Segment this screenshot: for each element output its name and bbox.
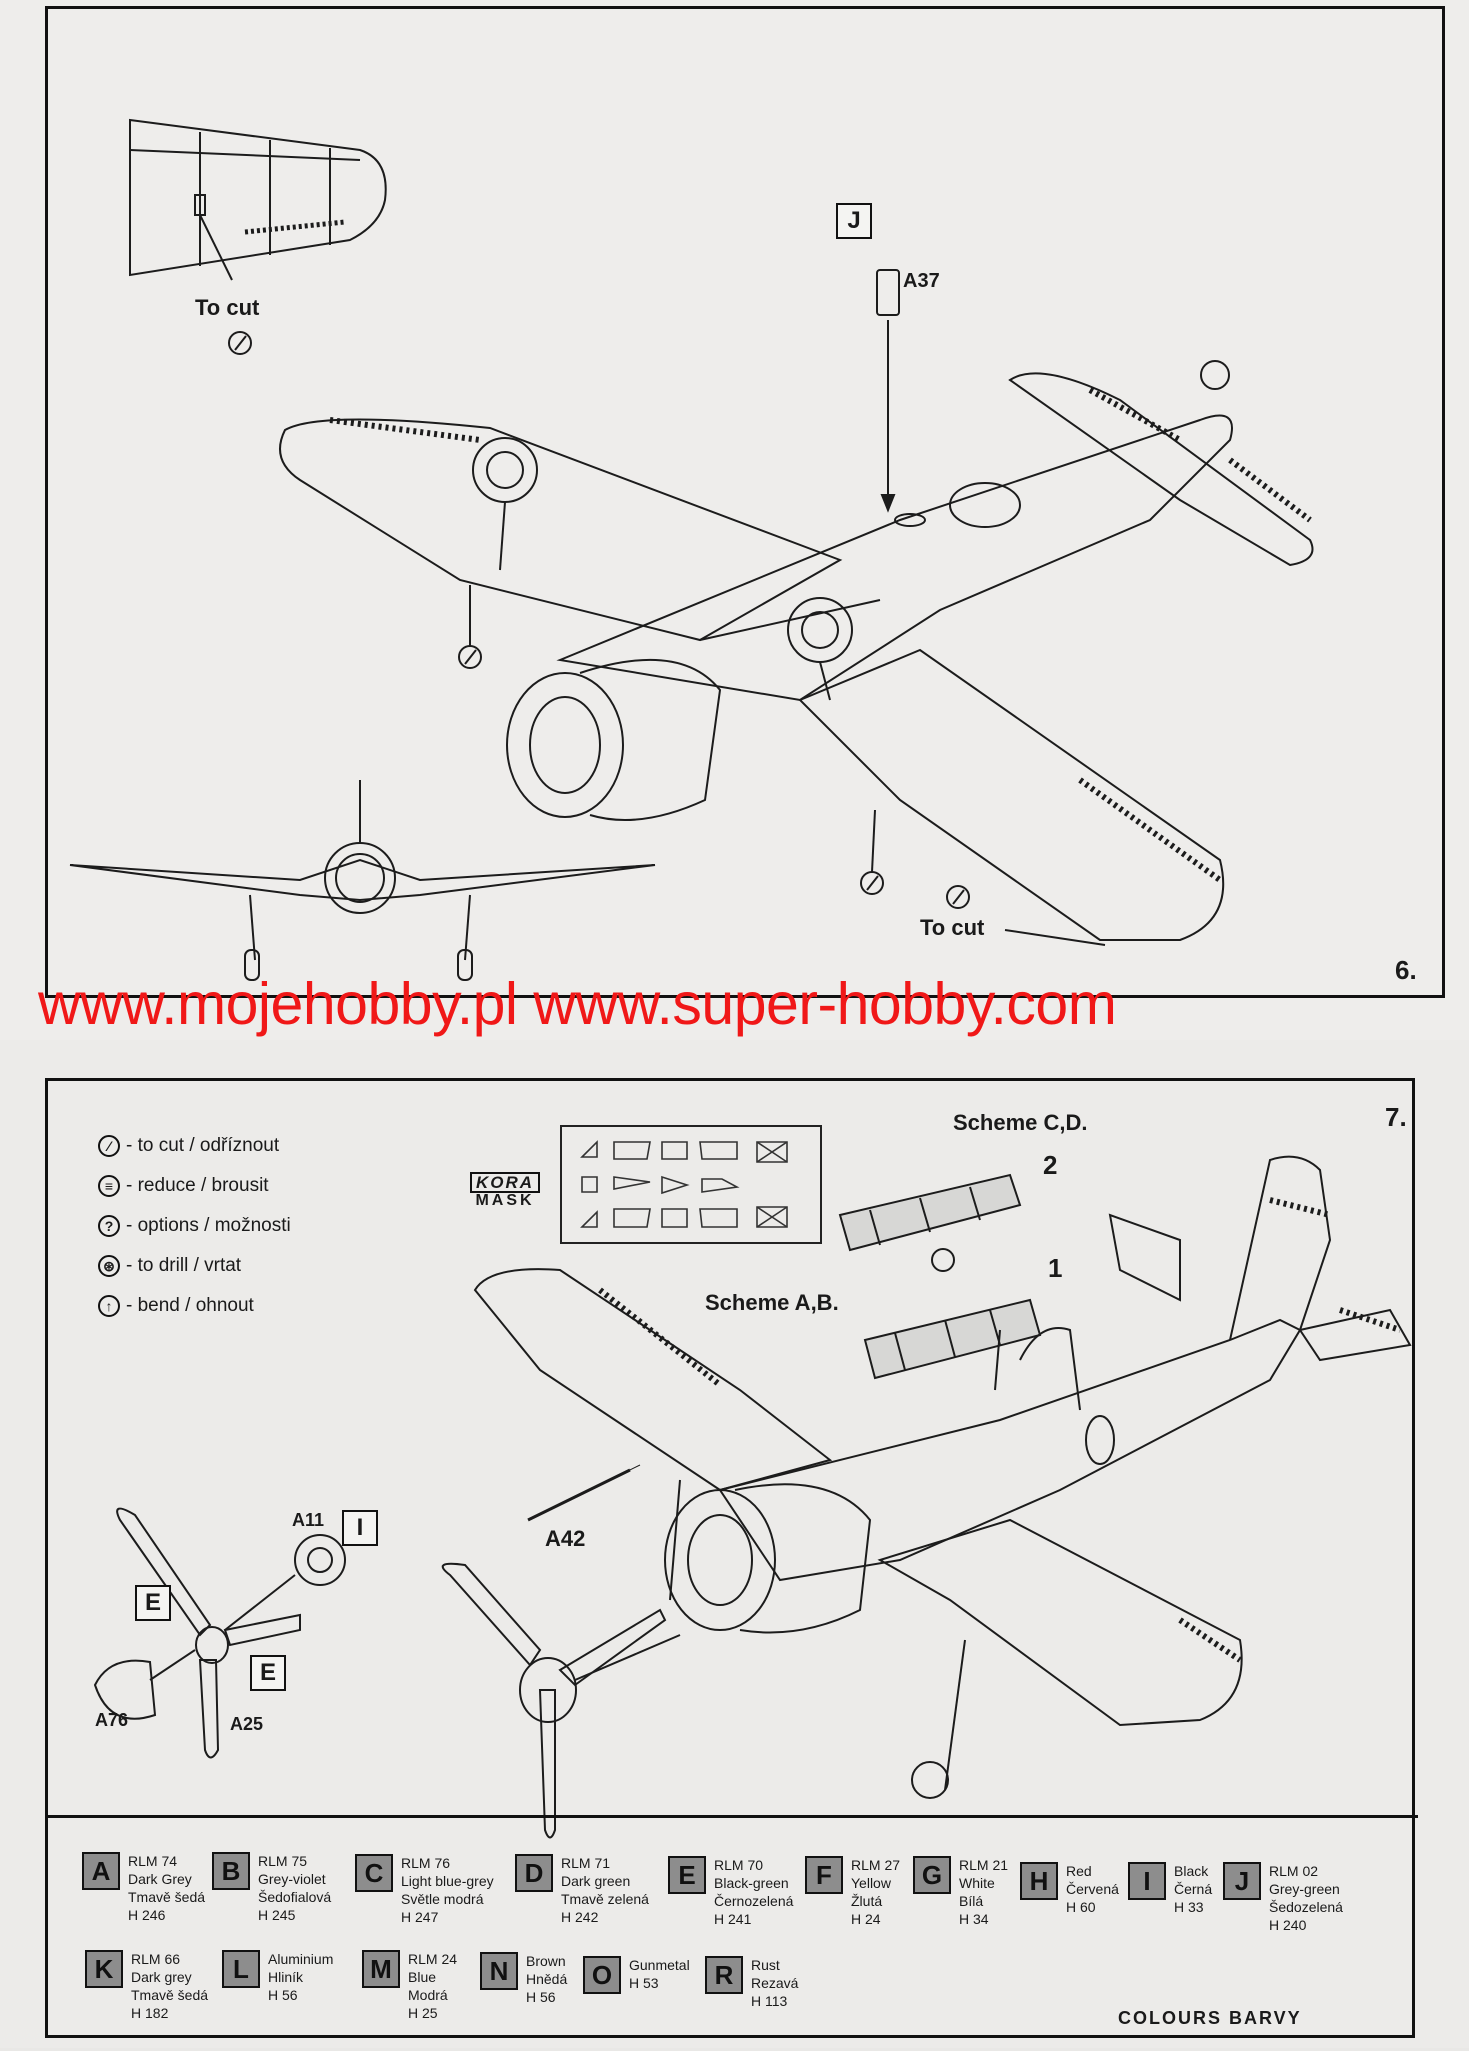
- step-6-drawing: [69, 118, 1314, 981]
- symbol-legend: ⁄ - to cut / odříznout ≡ - reduce / brou…: [98, 1126, 291, 1326]
- part-a37-shape: [876, 269, 900, 316]
- part-a37-label: A37: [903, 270, 940, 292]
- legend-item-cut: ⁄ - to cut / odříznout: [98, 1126, 291, 1166]
- part-a42-label: A42: [545, 1526, 586, 1551]
- part-a25-label: A25: [230, 1714, 264, 1734]
- aircraft-front-view: [69, 780, 656, 981]
- step-6-number: 6.: [1395, 955, 1417, 985]
- bend-symbol-icon: ↑: [98, 1295, 120, 1317]
- cut-symbol-icon: ⁄: [98, 1135, 120, 1157]
- cut-symbol-icon: [228, 331, 252, 355]
- legend-item-options: ? - options / možnosti: [98, 1206, 291, 1246]
- scheme-cd-label: Scheme C,D.: [953, 1110, 1088, 1135]
- legend-item-bend: ↑ - bend / ohnout: [98, 1286, 291, 1326]
- to-cut-label-bottom: To cut: [920, 915, 985, 940]
- watermark-text: www.mojehobby.pl www.super-hobby.com: [38, 971, 1117, 1037]
- to-cut-label-top: To cut: [195, 295, 260, 320]
- part-a76-label: A76: [95, 1710, 129, 1730]
- options-symbol-icon: ?: [98, 1215, 120, 1237]
- colours-title: COLOURS BARVY: [1118, 2008, 1302, 2028]
- scheme-ab-label: Scheme A,B.: [705, 1290, 839, 1315]
- step-6-frame: [45, 6, 1445, 998]
- kora-mask-logo: KORA MASK: [470, 1172, 541, 1209]
- box-e-lower: E: [250, 1655, 286, 1691]
- box-e-upper: E: [135, 1585, 171, 1621]
- drill-symbol-icon: ⊛: [98, 1255, 120, 1277]
- step-7-frame: [45, 1078, 1415, 2038]
- wing-detail-inset: [129, 118, 387, 281]
- box-i: I: [342, 1510, 378, 1546]
- part-a11-label: A11: [292, 1510, 325, 1530]
- box-j: J: [836, 203, 872, 239]
- canopy-1-number: 1: [1048, 1253, 1063, 1283]
- reduce-symbol-icon: ≡: [98, 1175, 120, 1197]
- step-7-number: 7.: [1385, 1102, 1407, 1132]
- colours-panel: [48, 1815, 1418, 2051]
- canopy-2-number: 2: [1043, 1150, 1058, 1180]
- legend-item-reduce: ≡ - reduce / brousit: [98, 1166, 291, 1206]
- aircraft-underside-outline: [279, 360, 1314, 941]
- legend-item-drill: ⊛ - to drill / vrtat: [98, 1246, 291, 1286]
- instruction-page-step-6: J A37 To cut To cut 6.: [45, 6, 1445, 998]
- canopy-mask-diagram: [560, 1125, 822, 1244]
